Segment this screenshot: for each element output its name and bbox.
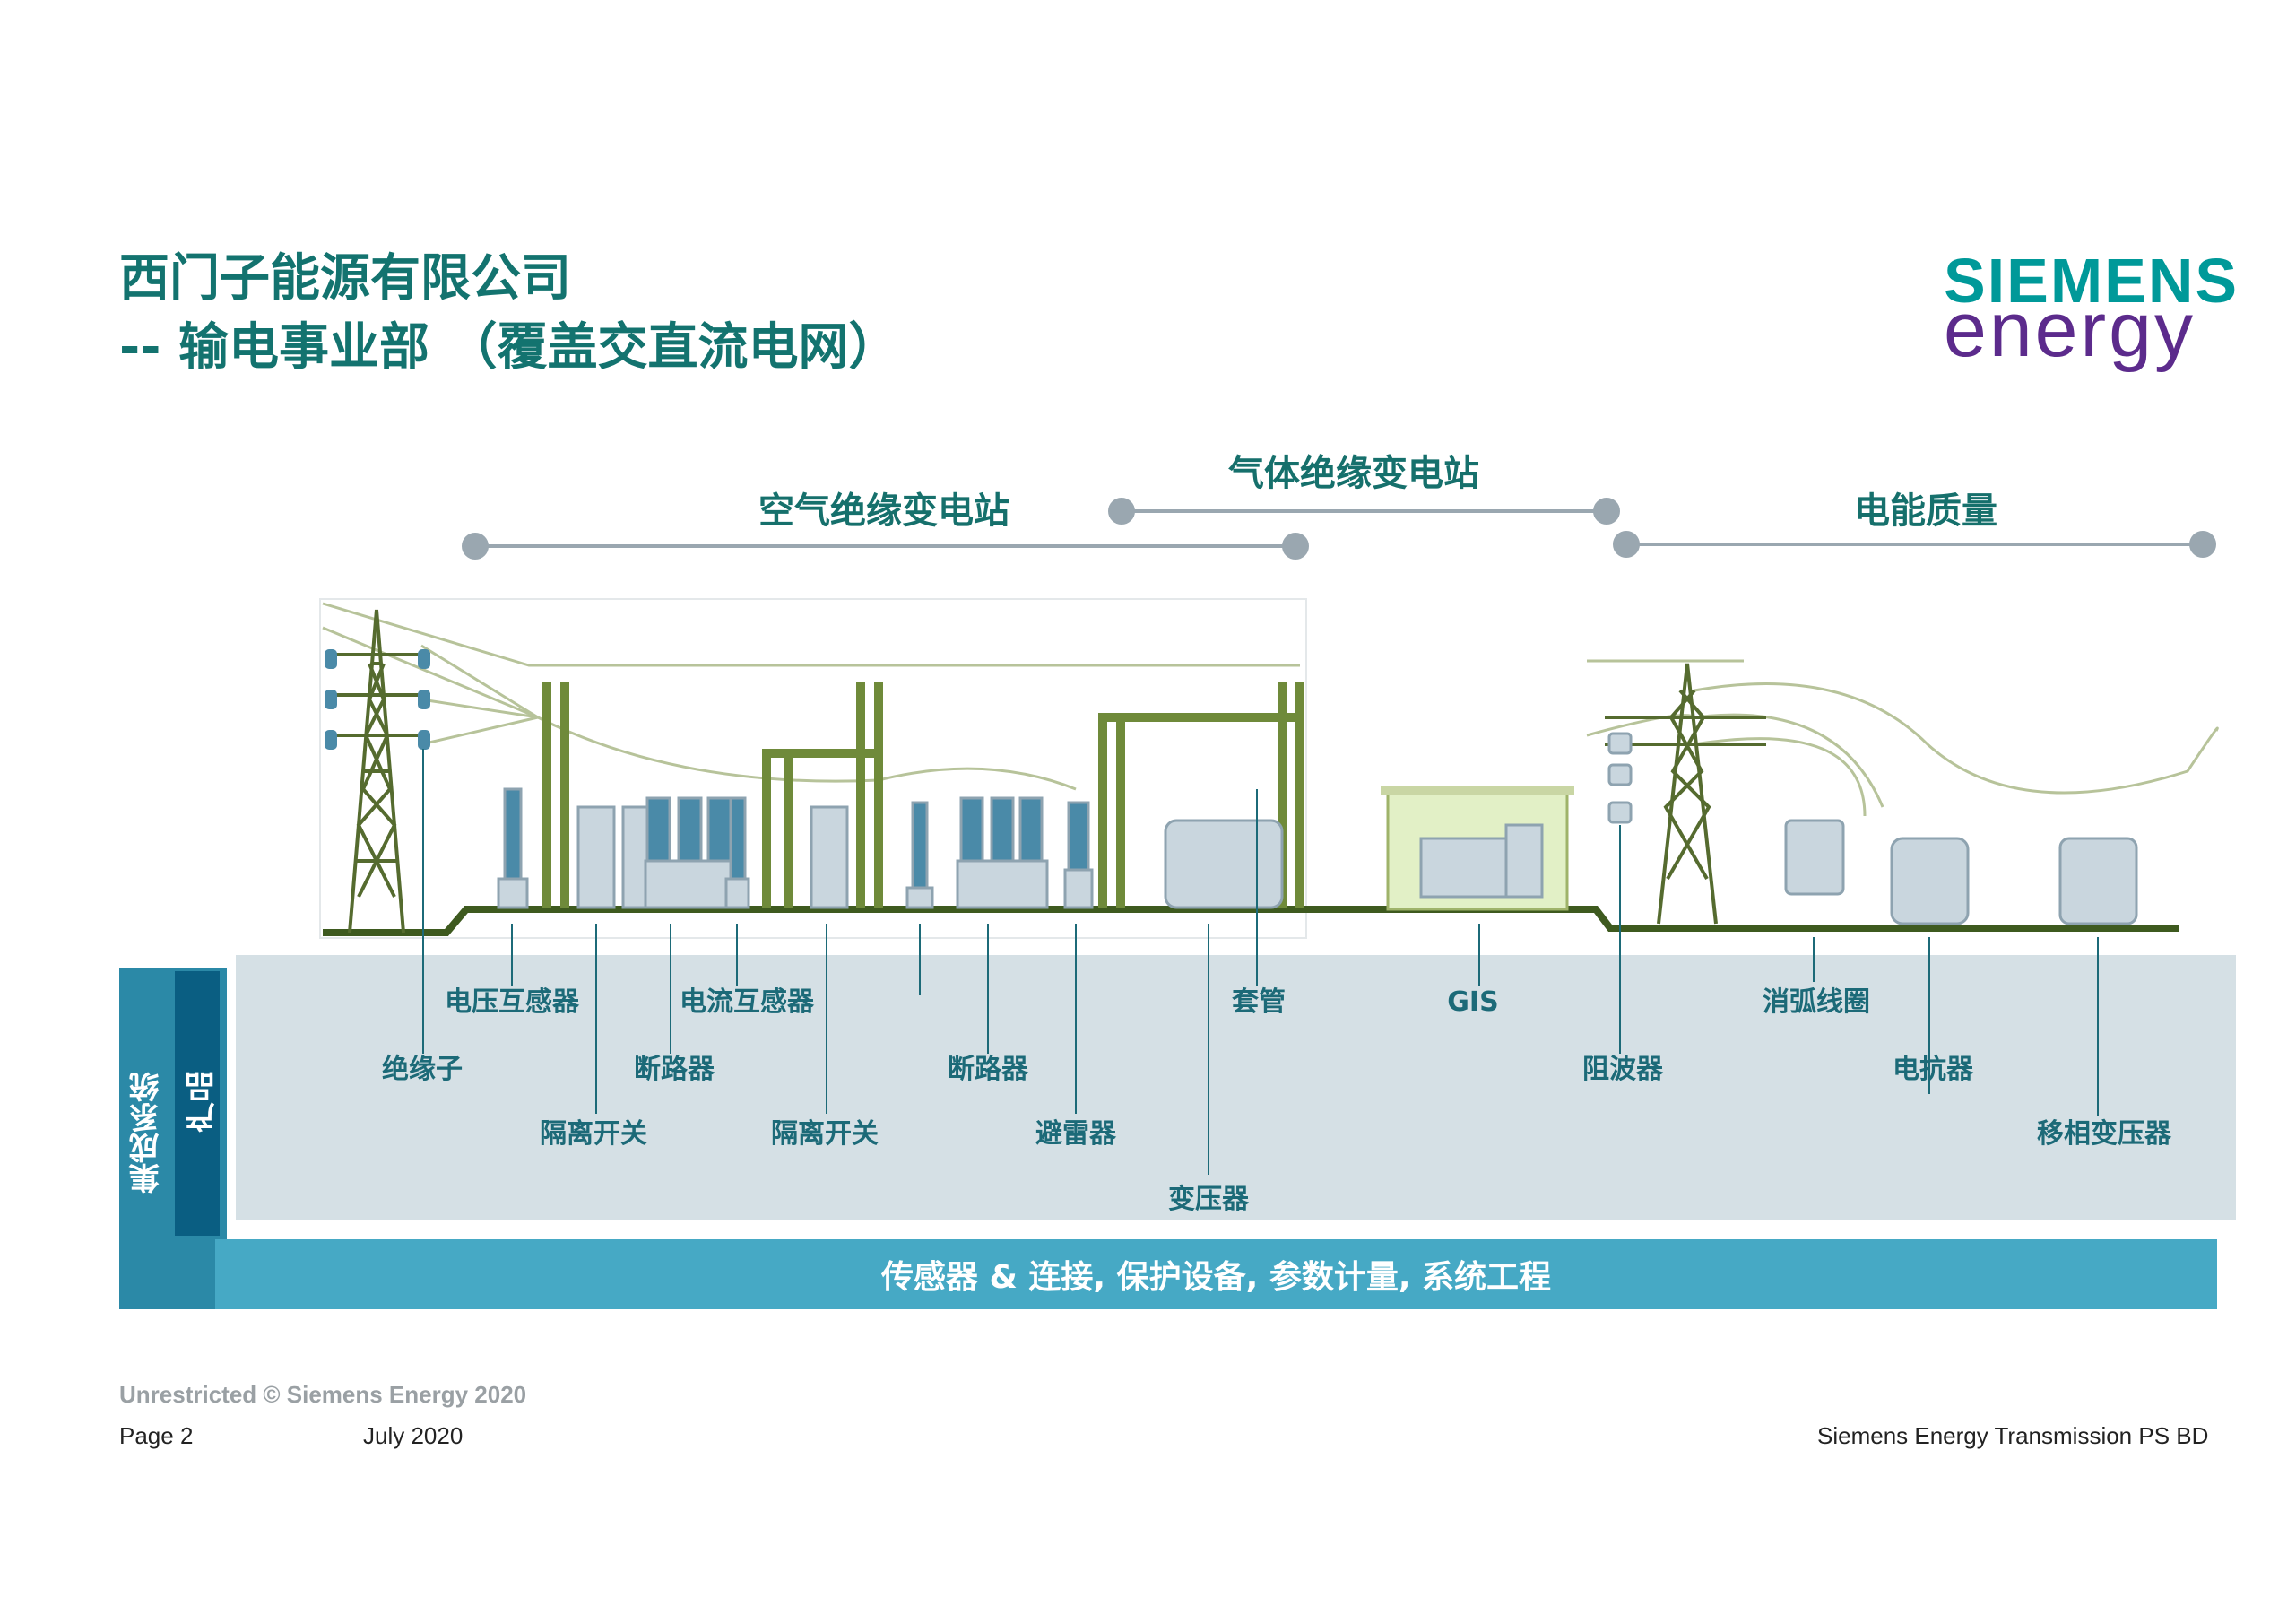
category-ais: 空气绝缘变电站 — [758, 491, 1009, 532]
label-insulator: 绝缘子 — [382, 1054, 463, 1085]
category-lines — [462, 498, 2216, 560]
label-arc-suppression-coil: 消弧线圈 — [1763, 986, 1870, 1018]
footer-date: July 2020 — [363, 1422, 464, 1449]
label-transformer: 变压器 — [1168, 1184, 1249, 1215]
label-bushing: 套管 — [1232, 986, 1286, 1018]
tower-left — [325, 609, 430, 934]
product-panel — [236, 955, 2236, 1220]
side-label-integrated-systems: 集成系统 — [129, 1072, 165, 1194]
category-power-quality: 电能质量 — [1854, 491, 1997, 532]
tower-right — [1605, 663, 1766, 925]
label-disconnector-2: 隔离开关 — [771, 1118, 879, 1150]
gis-building — [1381, 786, 1574, 911]
wave-traps — [1607, 732, 1633, 824]
label-current-transformer: 电流互感器 — [680, 986, 814, 1018]
page-subtitle: -- 输电事业部 （覆盖交直流电网） — [119, 318, 899, 377]
services-bar-text: 传感器 & 连接, 保护设备, 参数计量, 系统工程 — [880, 1259, 1552, 1296]
label-phase-shifting-transformer: 移相变压器 — [2037, 1118, 2171, 1150]
logo-siemens: SIEMENS — [1944, 246, 2240, 316]
equipment — [497, 787, 1284, 909]
leader-lines — [422, 749, 2099, 1175]
power-quality-equipment — [1784, 819, 2138, 925]
services-bar — [215, 1239, 2217, 1309]
label-reactor: 电抗器 — [1893, 1054, 1973, 1085]
products-bar — [175, 971, 220, 1236]
footer-classification: Unrestricted © Siemens Energy 2020 — [119, 1381, 527, 1408]
lattice-gantries — [542, 682, 1304, 908]
label-arrester: 避雷器 — [1035, 1118, 1116, 1150]
side-label-products: 产品 — [185, 1072, 221, 1133]
page-title: 西门子能源有限公司 — [119, 249, 571, 308]
logo-energy: energy — [1944, 287, 2196, 373]
label-breaker-2: 断路器 — [948, 1054, 1028, 1085]
label-wave-trap: 阻波器 — [1582, 1054, 1663, 1085]
footer-department: Siemens Energy Transmission PS BD — [1817, 1422, 2209, 1449]
ground-line — [323, 906, 2179, 936]
label-gis: GIS — [1447, 986, 1499, 1018]
label-breaker-1: 断路器 — [634, 1054, 715, 1085]
category-gis: 气体绝缘变电站 — [1228, 453, 1479, 494]
label-disconnector-1: 隔离开关 — [540, 1118, 647, 1150]
tower-insulators — [325, 649, 430, 750]
footer-page-number: Page 2 — [119, 1422, 194, 1449]
label-voltage-transformer: 电压互感器 — [445, 986, 579, 1018]
